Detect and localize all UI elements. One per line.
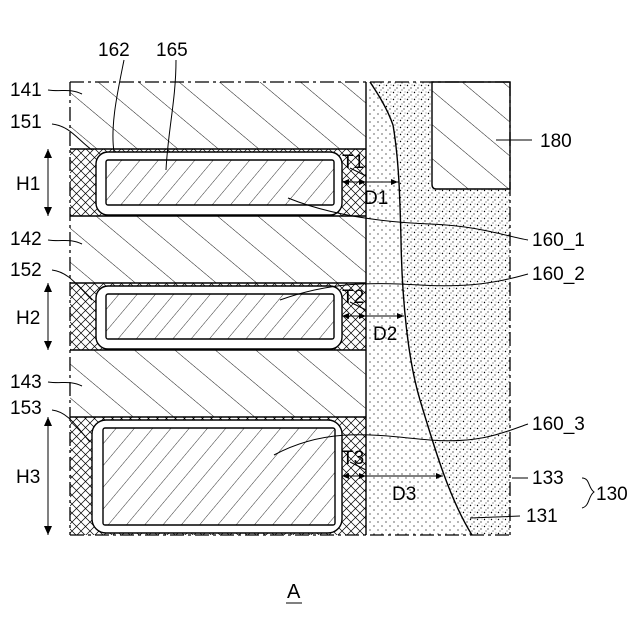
label-160-2: 160_2 [532,264,585,285]
element-180 [432,82,510,189]
gate-electrode-3 [92,420,342,533]
label-t2: T2 [342,287,364,308]
label-t1: T1 [342,152,364,173]
label-142: 142 [10,229,42,250]
label-152: 152 [10,260,42,281]
label-160-1: 160_1 [532,230,585,251]
label-d1: D1 [364,188,388,209]
label-133: 133 [532,468,564,489]
label-h3: H3 [16,467,40,488]
height-dimensions [44,149,52,535]
figure-caption: A [286,581,302,603]
insulating-layers [70,82,366,417]
label-151: 151 [10,112,42,133]
label-180: 180 [540,131,572,152]
label-d2: D2 [373,324,397,345]
label-160-3: 160_3 [532,414,585,435]
gate-electrode-2 [96,286,342,349]
gate-electrode-1 [96,152,342,215]
label-130: 130 [596,484,628,505]
label-141: 141 [10,80,42,101]
label-131: 131 [526,506,558,527]
caption-text: A [287,581,301,603]
label-d3: D3 [392,484,416,505]
label-h1: H1 [16,174,40,195]
label-162: 162 [98,40,130,61]
label-h2: H2 [16,308,40,329]
label-165: 165 [156,40,188,61]
label-153: 153 [10,398,42,419]
label-143: 143 [10,372,42,393]
label-t3: T3 [342,448,364,469]
